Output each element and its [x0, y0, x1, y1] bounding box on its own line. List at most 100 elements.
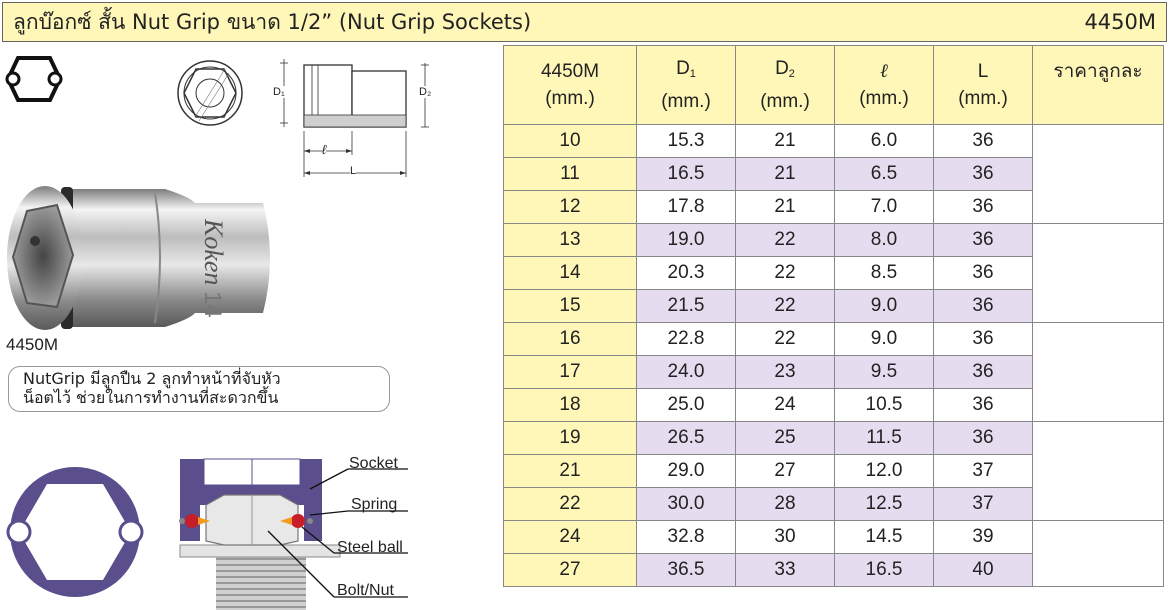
value-cell: 32.8: [636, 520, 736, 554]
price-cell: [1032, 421, 1164, 521]
header-price: ราคาลูกละ: [1032, 45, 1164, 125]
size-cell: 24: [503, 520, 637, 554]
header-size: 4450M(mm.): [503, 45, 637, 125]
value-cell: 22: [735, 223, 835, 257]
socket-label: Socket: [349, 455, 398, 472]
value-cell: 9.0: [834, 322, 934, 356]
value-cell: 19.0: [636, 223, 736, 257]
price-cell: [1032, 124, 1164, 224]
value-cell: 20.3: [636, 256, 736, 290]
value-cell: 36: [933, 355, 1033, 389]
value-cell: 11.5: [834, 421, 934, 455]
nut-grip-cross-section: [179, 458, 408, 610]
size-cell: 18: [503, 388, 637, 422]
value-cell: 6.5: [834, 157, 934, 191]
value-cell: 36: [933, 223, 1033, 257]
spec-table: 4450M(mm.) D1(mm.) D2(mm.) ℓ(mm.) L(mm.)…: [503, 45, 1164, 587]
value-cell: 27: [735, 454, 835, 488]
value-cell: 26.5: [636, 421, 736, 455]
size-cell: 11: [503, 157, 637, 191]
product-code: 4450M: [1084, 10, 1156, 34]
size-cell: 14: [503, 256, 637, 290]
value-cell: 36: [933, 289, 1033, 323]
socket-end-view-drawing: [177, 60, 243, 126]
socket-side-view-drawing: [280, 59, 429, 177]
value-cell: 36: [933, 256, 1033, 290]
price-cell: [1032, 520, 1164, 587]
price-cell: [1032, 322, 1164, 422]
size-cell: 19: [503, 421, 637, 455]
value-cell: 37: [933, 454, 1033, 488]
size-cell: 21: [503, 454, 637, 488]
value-cell: 36: [933, 190, 1033, 224]
value-cell: 22: [735, 322, 835, 356]
brand-engraving: Koken: [199, 218, 228, 285]
l-dimension-label: L: [350, 165, 357, 177]
value-cell: 12.0: [834, 454, 934, 488]
value-cell: 40: [933, 553, 1033, 587]
value-cell: 39: [933, 520, 1033, 554]
value-cell: 7.0: [834, 190, 934, 224]
size-cell: 22: [503, 487, 637, 521]
price-cell: [1032, 223, 1164, 323]
value-cell: 16.5: [834, 553, 934, 587]
value-cell: 14.5: [834, 520, 934, 554]
value-cell: 29.0: [636, 454, 736, 488]
value-cell: 36: [933, 322, 1033, 356]
nut-grip-ring-diagram: [6, 467, 144, 597]
value-cell: 8.0: [834, 223, 934, 257]
value-cell: 9.5: [834, 355, 934, 389]
value-cell: 21: [735, 190, 835, 224]
title-bar: ลูกบ๊อกซ์ สั้น Nut Grip ขนาด 1/2” (Nut G…: [2, 2, 1167, 42]
value-cell: 21: [735, 124, 835, 158]
value-cell: 21: [735, 157, 835, 191]
size-cell: 17: [503, 355, 637, 389]
steel-ball-label: Steel ball: [337, 539, 403, 556]
value-cell: 37: [933, 487, 1033, 521]
value-cell: 36: [933, 124, 1033, 158]
size-cell: 15: [503, 289, 637, 323]
description-line-1: NutGrip มีลูกปืน 2 ลูกทำหน้าที่จับหัว: [23, 369, 281, 388]
value-cell: 23: [735, 355, 835, 389]
description-line-2: น็อตไว้ ช่วยในการทำงานที่สะดวกขึ้น: [23, 388, 279, 407]
value-cell: 22: [735, 289, 835, 323]
socket-product-photo: Koken 14: [7, 186, 270, 330]
value-cell: 24.0: [636, 355, 736, 389]
size-cell: 12: [503, 190, 637, 224]
value-cell: 15.3: [636, 124, 736, 158]
page-title: ลูกบ๊อกซ์ สั้น Nut Grip ขนาด 1/2” (Nut G…: [13, 9, 532, 34]
size-cell: 16: [503, 322, 637, 356]
value-cell: 8.5: [834, 256, 934, 290]
bolt-nut-label: Bolt/Nut: [337, 582, 394, 599]
header-l-small: ℓ(mm.): [834, 45, 934, 125]
d2-dimension-label: D₂: [419, 86, 432, 98]
d1-dimension-label: D₁: [273, 86, 285, 98]
value-cell: 21.5: [636, 289, 736, 323]
value-cell: 30: [735, 520, 835, 554]
value-cell: 9.0: [834, 289, 934, 323]
value-cell: 12.5: [834, 487, 934, 521]
hex-socket-icon: [5, 56, 63, 102]
value-cell: 6.0: [834, 124, 934, 158]
value-cell: 16.5: [636, 157, 736, 191]
value-cell: 36.5: [636, 553, 736, 587]
size-cell: 13: [503, 223, 637, 257]
value-cell: 36: [933, 388, 1033, 422]
header-d1: D1(mm.): [636, 45, 736, 125]
spring-label: Spring: [351, 496, 398, 513]
value-cell: 25.0: [636, 388, 736, 422]
size-engraving: 14: [199, 291, 226, 318]
header-l: L(mm.): [933, 45, 1033, 125]
value-cell: 22.8: [636, 322, 736, 356]
value-cell: 36: [933, 421, 1033, 455]
size-cell: 10: [503, 124, 637, 158]
value-cell: 22: [735, 256, 835, 290]
